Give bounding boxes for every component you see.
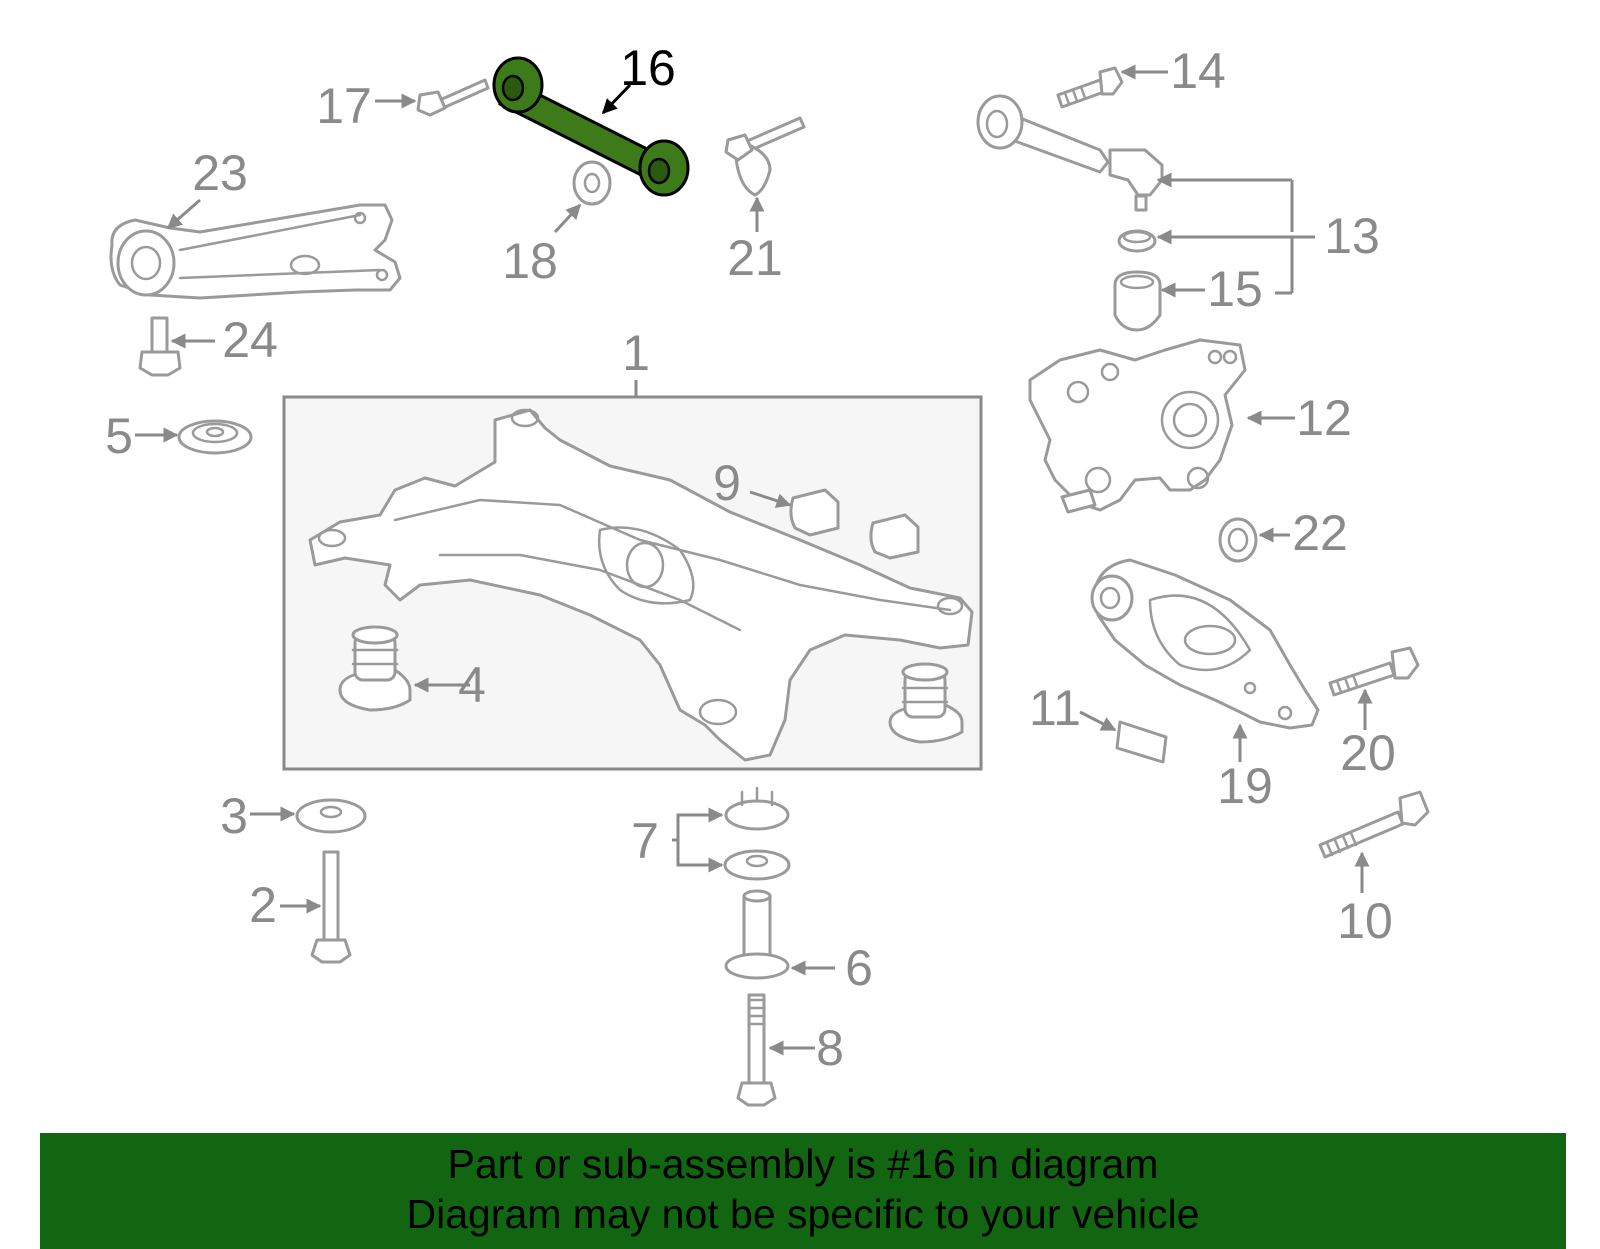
stabilizer-bushing-9b: [869, 513, 920, 560]
callout-14: 14: [1170, 43, 1226, 99]
washer-3: [250, 798, 367, 834]
callout-18: 18: [502, 233, 558, 289]
bolt-20: [1328, 646, 1420, 730]
knuckle-12: [1028, 338, 1295, 514]
bushing-4-left: [338, 625, 412, 712]
bolt-24: [138, 316, 215, 377]
subframe-mount-hole: [698, 698, 738, 726]
callout-22: 22: [1292, 505, 1348, 561]
callout-11: 11: [1029, 680, 1081, 736]
callout-6: 6: [845, 940, 873, 996]
callout-2: 2: [249, 877, 277, 933]
bolt-14: [1056, 64, 1168, 109]
bolt-2: [280, 850, 352, 964]
callout-13: 13: [1324, 208, 1380, 264]
subframe-cutout: [598, 526, 695, 605]
washer-18: [553, 160, 612, 234]
bushing-4-right: [888, 662, 964, 744]
subframe-hole: [625, 541, 665, 589]
trailing-arm-23: [109, 198, 402, 300]
stopper-7: [672, 786, 791, 881]
callout-17: 17: [316, 78, 372, 134]
callout-24: 24: [222, 312, 278, 368]
callout-8: 8: [816, 1020, 844, 1076]
callout-3: 3: [220, 788, 248, 844]
stabilizer-bushing-9a: [789, 488, 840, 537]
collar-6: [724, 889, 835, 980]
lower-arm-19: [1090, 558, 1320, 762]
callout-9: 9: [713, 455, 741, 511]
bushing-15: [1113, 270, 1205, 332]
callout-7: 7: [631, 813, 659, 869]
upper-arm-13: [976, 94, 1315, 295]
banner-line-2: Diagram may not be specific to your vehi…: [406, 1191, 1200, 1237]
callout-23: 23: [192, 145, 248, 201]
callout-10: 10: [1337, 893, 1393, 949]
bolt-10: [1318, 790, 1430, 893]
banner-line-1: Part or sub-assembly is #16 in diagram: [447, 1141, 1159, 1187]
bolt-8: [736, 993, 815, 1107]
callout-4: 4: [458, 657, 486, 713]
label-plate-11: [1079, 710, 1168, 764]
info-banner: Part or sub-assembly is #16 in diagram D…: [40, 1133, 1566, 1249]
washer-plate-5: [135, 419, 253, 455]
bolt-17: [375, 78, 490, 117]
callout-12: 12: [1296, 390, 1352, 446]
subframe-mount-hole-left: [317, 528, 347, 548]
callout-5: 5: [105, 408, 133, 464]
cam-bolt-21: [724, 116, 806, 232]
callout-15: 15: [1207, 261, 1263, 317]
callout-16: 16: [620, 40, 676, 96]
callout-20: 20: [1340, 725, 1396, 781]
subframe-mount-hole-top: [510, 408, 540, 428]
subframe-mount-hole-right: [936, 596, 964, 616]
callout-19: 19: [1217, 758, 1273, 814]
bushing-22: [1218, 517, 1290, 563]
leader-9: [749, 490, 792, 508]
callout-1: 1: [622, 325, 650, 381]
subframe-detail-line-2: [438, 553, 742, 632]
subframe-assembly-group: [282, 380, 983, 771]
callout-21: 21: [727, 230, 783, 286]
lateral-link-16: [492, 56, 690, 197]
